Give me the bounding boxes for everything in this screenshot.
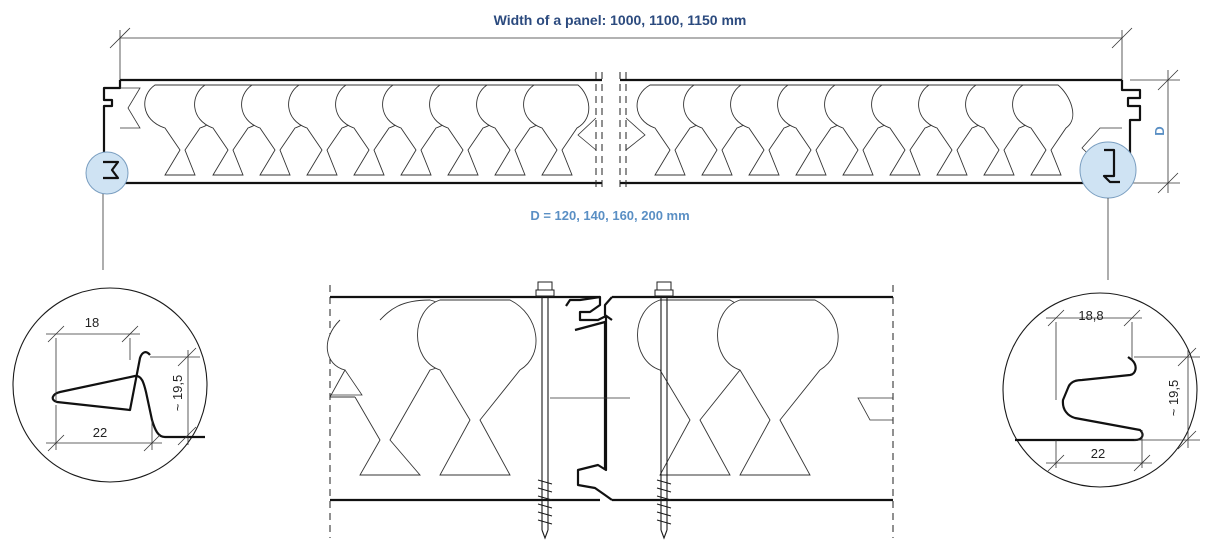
thickness-values-label: D = 120, 140, 160, 200 mm	[530, 208, 689, 223]
detail-left-depth: ~ 19,5	[170, 375, 185, 412]
detail-right-bottom-width: 22	[1091, 446, 1105, 461]
magnifier-left	[85, 151, 129, 270]
magnifier-right	[1079, 141, 1137, 280]
screw-left	[535, 281, 555, 540]
panel-right-half	[619, 72, 1142, 190]
screw-right	[654, 281, 674, 540]
detail-left-bottom-width: 22	[93, 425, 107, 440]
joint-section-detail	[326, 281, 894, 540]
panel-left-half	[102, 72, 603, 190]
detail-right-top-width: 18,8	[1078, 308, 1103, 323]
panel-width-dimension: Width of a panel: 1000, 1100, 1150 mm	[109, 12, 1133, 82]
detail-right-depth: ~ 19,5	[1166, 380, 1181, 417]
detail-left: 18 22 ~ 19,5	[12, 287, 208, 483]
wool-lamellae-right	[636, 84, 1074, 176]
detail-left-top-width: 18	[85, 315, 99, 330]
thickness-dimension: D	[1130, 69, 1180, 194]
panel-width-label: Width of a panel: 1000, 1100, 1150 mm	[494, 12, 747, 28]
thickness-symbol-label: D	[1152, 126, 1167, 135]
wool-lamellae-left	[144, 84, 590, 176]
detail-right: 18,8 22 ~ 19,5	[1002, 292, 1200, 488]
